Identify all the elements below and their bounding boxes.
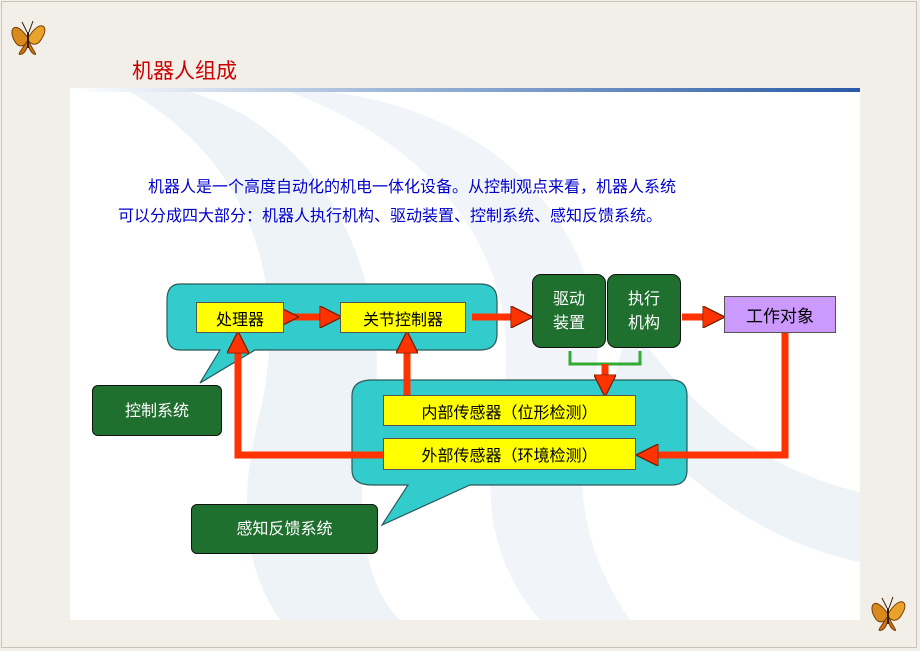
intro-paragraph: 机器人是一个高度自动化的机电一体化设备。从控制观点来看，机器人系统 可以分成四大… — [118, 172, 818, 230]
intro-line-1: 机器人是一个高度自动化的机电一体化设备。从控制观点来看，机器人系统 — [148, 177, 677, 196]
butterfly-icon — [11, 20, 46, 55]
intro-line-2: 可以分成四大部分：机器人执行机构、驱动装置、控制系统、感知反馈系统。 — [118, 206, 663, 225]
slide-title: 机器人组成 — [132, 59, 237, 83]
arrow-object-external — [645, 333, 789, 455]
joint-controller-box: 关节控制器 — [340, 302, 466, 333]
processor-box: 处理器 — [196, 302, 284, 333]
control-system-box: 控制系统 — [92, 385, 222, 436]
feedback-system-box: 感知反馈系统 — [191, 504, 378, 554]
control-callout — [166, 283, 498, 384]
arrow-external-processor — [238, 340, 383, 459]
internal-sensor-box: 内部传感器（位形检测） — [383, 395, 636, 426]
work-object-box: 工作对象 — [724, 296, 836, 333]
butterfly-icon — [871, 596, 906, 631]
drive-box: 驱动 装置 — [532, 274, 606, 348]
external-sensor-box: 外部传感器（环境检测） — [383, 438, 636, 470]
actuator-box: 执行 机构 — [607, 274, 681, 348]
title-underline — [70, 88, 860, 92]
drive-actuator-bracket — [568, 351, 642, 366]
